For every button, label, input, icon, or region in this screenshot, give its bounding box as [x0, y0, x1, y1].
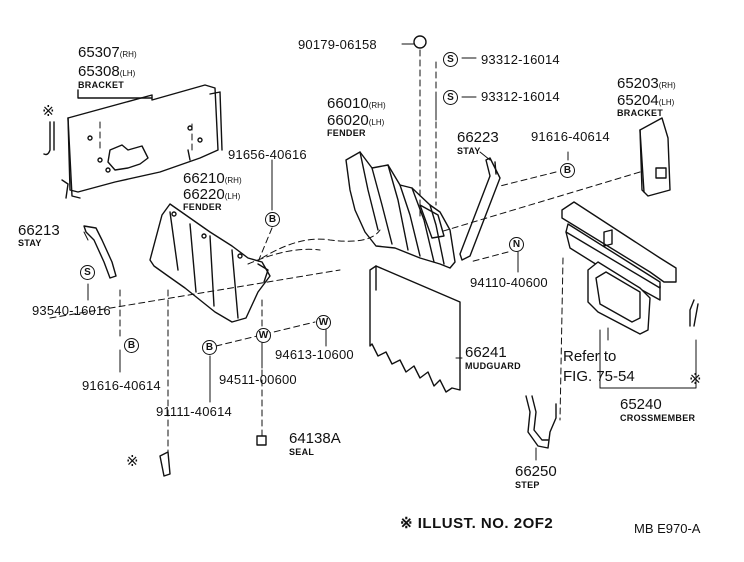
part-64138a: 64138A: [289, 430, 341, 447]
part-66220: 66220(LH): [183, 186, 241, 203]
step-drawing: [525, 395, 557, 449]
bolt-right-drawing: [689, 299, 699, 327]
label-fender-rear: FENDER: [327, 128, 366, 138]
part-65204: 65204(LH): [617, 92, 675, 109]
part-94511: 94511-00600: [219, 372, 297, 387]
label-bracket-right: BRACKET: [617, 108, 664, 118]
part-65307: 65307(RH): [78, 44, 137, 61]
stay-right-drawing: [459, 157, 501, 261]
part-65203: 65203(RH): [617, 75, 676, 92]
label-step: STEP: [515, 480, 540, 490]
illustration-number: ※ ILLUST. NO. 2OF2: [400, 515, 554, 532]
washer-drawing: [413, 35, 427, 49]
star-marker: ※: [42, 103, 55, 120]
part-94613: 94613-10600: [275, 347, 354, 362]
screw-marker-s: S: [443, 52, 458, 67]
fender-front-drawing: [149, 203, 271, 323]
part-93540: 93540-16016: [32, 303, 111, 318]
part-66223: 66223: [457, 129, 499, 146]
nut-marker-n: N: [509, 237, 524, 252]
crossmember-drawing: [561, 201, 677, 335]
bolt-marker-b: B: [202, 340, 217, 355]
screw-marker-s: S: [443, 90, 458, 105]
label-stay-right: STAY: [457, 146, 481, 156]
drawing-code: MB E970-A: [634, 521, 701, 536]
part-91616-left: 91616-40614: [82, 378, 161, 393]
bracket-left-drawing: [61, 84, 223, 199]
part-93312-lower: 93312-16014: [481, 89, 560, 104]
label-crossmember: CROSSMEMBER: [620, 413, 696, 423]
part-65240: 65240: [620, 396, 662, 413]
fender-rear-drawing: [345, 151, 456, 269]
part-91616-right: 91616-40614: [531, 129, 610, 144]
bolt-marker-b: B: [560, 163, 575, 178]
mudguard-drawing: [369, 265, 461, 393]
refer-to-text: Refer to: [563, 348, 617, 365]
part-66010: 66010(RH): [327, 95, 386, 112]
screw-marker-s: S: [80, 265, 95, 280]
bolt-marker-b: B: [265, 212, 280, 227]
part-66241: 66241: [465, 344, 507, 361]
part-66213: 66213: [18, 222, 60, 239]
star-marker: ※: [689, 371, 702, 388]
refer-figure-text: FIG. 75-54: [563, 368, 635, 385]
washer-marker-w: W: [256, 328, 271, 343]
label-seal: SEAL: [289, 447, 315, 457]
label-mudguard: MUDGUARD: [465, 361, 521, 371]
washer-marker-w: W: [316, 315, 331, 330]
bolt-marker-b: B: [124, 338, 139, 353]
part-90179: 90179-06158: [298, 37, 377, 52]
part-65308: 65308(LH): [78, 63, 136, 80]
part-91111: 91111-40614: [156, 404, 232, 419]
label-fender-front: FENDER: [183, 202, 222, 212]
part-94110: 94110-40600: [470, 275, 548, 290]
label-stay-left: STAY: [18, 238, 42, 248]
part-66020: 66020(LH): [327, 112, 385, 129]
part-93312-upper: 93312-16014: [481, 52, 560, 67]
label-bracket-left: BRACKET: [78, 80, 125, 90]
bolt-bottom-drawing: [159, 451, 171, 477]
part-91656: 91656-40616: [228, 147, 307, 162]
star-marker: ※: [126, 453, 139, 470]
part-66250: 66250: [515, 463, 557, 480]
seal-drawing: [256, 435, 267, 446]
stay-left-drawing: [83, 225, 117, 279]
bracket-right-drawing: [639, 117, 671, 197]
part-66210: 66210(RH): [183, 170, 242, 187]
bolt-left-drawing: [43, 121, 55, 156]
